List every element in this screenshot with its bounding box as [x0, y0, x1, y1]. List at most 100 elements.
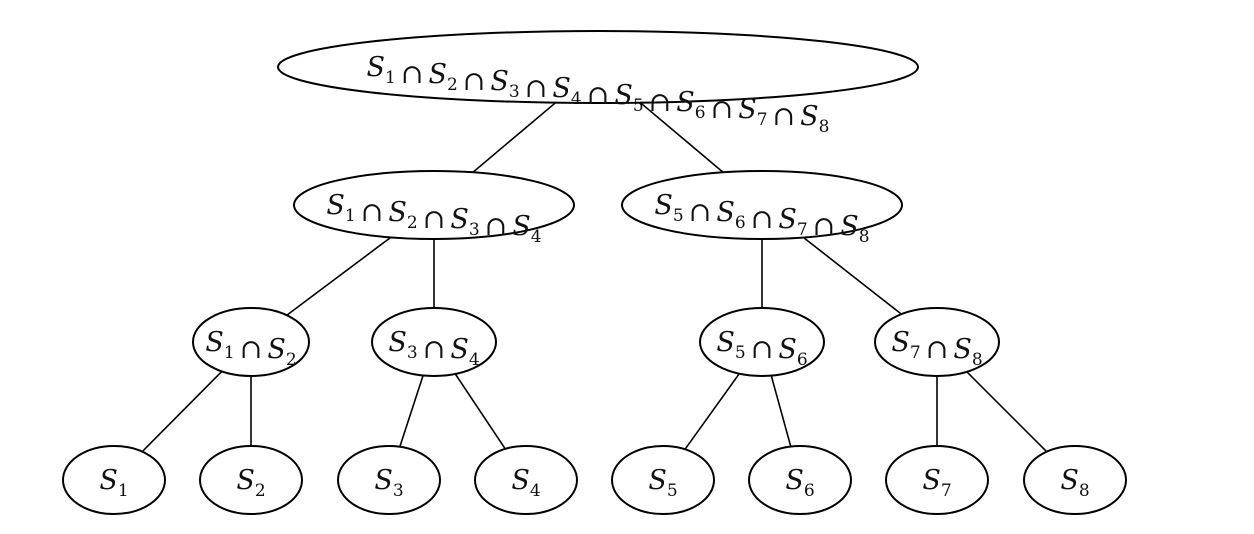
intersection-operator: ∩ — [401, 59, 424, 90]
edge-s1-s8-to-s5-s8 — [639, 102, 724, 173]
set-symbol: S — [450, 334, 469, 365]
set-symbol: S — [716, 197, 735, 228]
set-subscript: 7 — [910, 343, 921, 363]
edge-s3-s4-to-s4 — [454, 373, 506, 450]
node-ellipse — [192, 307, 310, 377]
set-subscript: 6 — [695, 103, 706, 123]
node-label: S5 — [648, 465, 677, 501]
node-label: S8 — [1060, 465, 1089, 501]
set-symbol: S — [922, 465, 941, 496]
node-label: S4 — [511, 465, 540, 501]
edge-s1-s8-to-s1-s4 — [472, 102, 557, 173]
set-subscript: 6 — [735, 213, 746, 233]
edge-s5-s6-to-s5 — [684, 373, 740, 450]
set-symbol: S — [654, 190, 673, 221]
set-symbol: S — [490, 66, 509, 97]
node-ellipse — [474, 445, 578, 515]
set-symbol: S — [778, 204, 797, 235]
set-symbol: S — [891, 327, 910, 358]
intersection-operator: ∩ — [751, 204, 774, 235]
set-subscript: 5 — [673, 206, 684, 226]
intersection-operator: ∩ — [689, 197, 712, 228]
node-s3-s4: S3∩S4 — [371, 307, 497, 377]
node-ellipse — [621, 170, 903, 240]
set-symbol: S — [326, 190, 345, 221]
node-ellipse — [874, 307, 1000, 377]
set-subscript: 5 — [667, 481, 678, 501]
node-label: S1∩S2∩S3∩S4 — [326, 190, 541, 247]
set-symbol: S — [388, 197, 407, 228]
set-subscript: 3 — [509, 82, 520, 102]
node-ellipse — [885, 445, 989, 515]
set-symbol: S — [1060, 465, 1079, 496]
intersection-operator: ∩ — [751, 334, 774, 365]
node-ellipse — [371, 307, 497, 377]
node-s1-s4: S1∩S2∩S3∩S4 — [293, 170, 575, 247]
node-label: S6 — [785, 465, 814, 501]
set-symbol: S — [267, 334, 286, 365]
set-subscript: 3 — [393, 481, 404, 501]
set-subscript: 5 — [735, 343, 746, 363]
set-symbol: S — [738, 94, 757, 125]
edge-s1-s4-to-s1-s2 — [286, 236, 392, 316]
set-subscript: 6 — [804, 481, 815, 501]
node-label: S7 — [922, 465, 951, 501]
node-ellipse — [1023, 445, 1127, 515]
set-subscript: 8 — [859, 227, 870, 247]
node-label: S5∩S6∩S7∩S8 — [654, 190, 869, 247]
node-label: S2 — [236, 465, 265, 501]
set-subscript: 7 — [757, 110, 768, 130]
set-subscript: 2 — [286, 350, 297, 370]
node-ellipse — [337, 445, 441, 515]
set-subscript: 2 — [255, 481, 266, 501]
set-symbol: S — [552, 73, 571, 104]
set-subscript: 6 — [797, 350, 808, 370]
set-subscript: 8 — [1079, 481, 1090, 501]
set-symbol: S — [428, 59, 447, 90]
node-ellipse — [293, 170, 575, 240]
edge-s1-s2-to-s1 — [141, 370, 223, 453]
intersection-operator: ∩ — [649, 87, 672, 118]
set-subscript: 2 — [447, 75, 458, 95]
set-symbol: S — [388, 327, 407, 358]
set-subscript: 7 — [797, 220, 808, 240]
set-symbol: S — [716, 327, 735, 358]
edge-s3-s4-to-s3 — [399, 375, 424, 448]
node-label: S1∩S2∩S3∩S4∩S5∩S6∩S7∩S8 — [367, 52, 830, 137]
set-symbol: S — [374, 465, 393, 496]
set-subscript: 8 — [819, 117, 830, 137]
node-label: S1∩S2 — [205, 327, 296, 370]
set-symbol: S — [800, 101, 819, 132]
set-subscript: 3 — [469, 220, 480, 240]
intersection-operator: ∩ — [711, 94, 734, 125]
node-s1-s2: S1∩S2 — [192, 307, 310, 377]
node-s4: S4 — [474, 445, 578, 515]
node-ellipse — [277, 30, 919, 104]
set-subscript: 4 — [571, 89, 582, 109]
set-symbol: S — [778, 334, 797, 365]
node-s5-s6: S5∩S6 — [699, 307, 825, 377]
intersection-operator: ∩ — [773, 101, 796, 132]
node-label: S7∩S8 — [891, 327, 982, 370]
node-ellipse — [699, 307, 825, 377]
set-symbol: S — [840, 211, 859, 242]
node-s2: S2 — [199, 445, 303, 515]
set-symbol: S — [785, 465, 804, 496]
intersection-operator: ∩ — [525, 73, 548, 104]
node-s1-s8: S1∩S2∩S3∩S4∩S5∩S6∩S7∩S8 — [277, 30, 919, 137]
intersection-operator: ∩ — [587, 80, 610, 111]
edge-s5-s8-to-s7-s8 — [802, 236, 902, 315]
set-subscript: 4 — [531, 227, 542, 247]
set-subscript: 1 — [385, 68, 396, 88]
node-s3: S3 — [337, 445, 441, 515]
intersection-operator: ∩ — [423, 204, 446, 235]
set-symbol: S — [367, 52, 386, 83]
tree-edges — [141, 102, 1048, 453]
node-ellipse — [748, 445, 852, 515]
set-symbol: S — [614, 80, 633, 111]
set-subscript: 1 — [345, 206, 356, 226]
set-subscript: 5 — [633, 96, 644, 116]
node-label: S3 — [374, 465, 403, 501]
set-subscript: 1 — [224, 343, 235, 363]
